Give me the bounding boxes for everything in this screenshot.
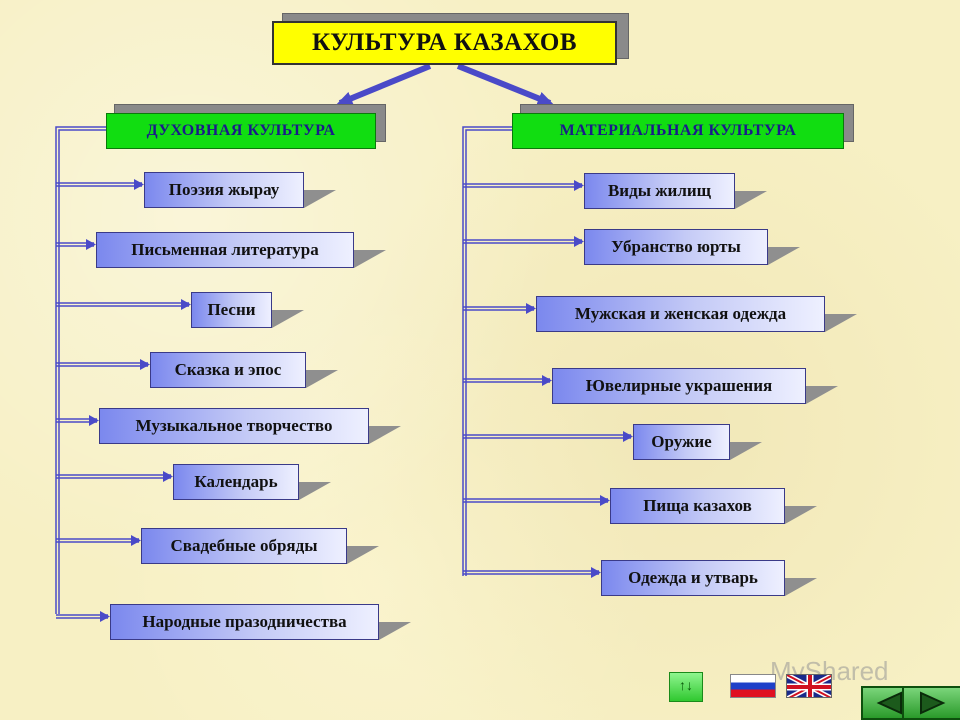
spiritual-item: Народные празодничества xyxy=(110,604,379,640)
arrow-right-icon xyxy=(920,691,946,715)
arrowhead-icon xyxy=(131,535,141,546)
title-arrows xyxy=(336,63,554,106)
spiritual-item: Песни xyxy=(191,292,272,328)
arrowhead-icon xyxy=(542,375,552,386)
right-trunk xyxy=(462,126,512,576)
spiritual-item: Сказка и эпос xyxy=(150,352,306,388)
arrow-left-icon xyxy=(876,691,902,715)
arrowhead-icon xyxy=(526,303,536,314)
category-material: МАТЕРИАЛЬНАЯ КУЛЬТУРА xyxy=(512,113,844,149)
arrowhead-icon xyxy=(89,415,99,426)
arrowhead-icon xyxy=(591,567,601,578)
arrowhead-icon xyxy=(134,179,144,190)
arrowhead-icon xyxy=(86,239,96,250)
arrowhead-icon xyxy=(100,611,110,622)
material-item: Ювелирные украшения xyxy=(552,368,806,404)
home-button[interactable]: ↑↓ xyxy=(669,672,703,702)
material-item: Виды жилищ xyxy=(584,173,735,209)
spiritual-item: Музыкальное творчество xyxy=(99,408,369,444)
arrowhead-icon xyxy=(600,495,610,506)
material-item: Одежда и утварь xyxy=(601,560,785,596)
branch-arrows xyxy=(56,179,633,622)
arrowhead-icon xyxy=(163,471,173,482)
spiritual-item: Письменная литература xyxy=(96,232,354,268)
arrowhead-icon xyxy=(574,236,584,247)
spiritual-item: Календарь xyxy=(173,464,299,500)
material-item: Пища казахов xyxy=(610,488,785,524)
english-flag-icon[interactable] xyxy=(786,674,832,698)
arrowhead-icon xyxy=(181,299,191,310)
arrowhead-icon xyxy=(574,180,584,191)
material-item: Оружие xyxy=(633,424,730,460)
arrowhead-icon xyxy=(623,431,633,442)
page-title: КУЛЬТУРА КАЗАХОВ xyxy=(272,21,617,65)
russian-flag-icon[interactable] xyxy=(730,674,776,698)
material-item: Убранство юрты xyxy=(584,229,768,265)
category-spiritual: ДУХОВНАЯ КУЛЬТУРА xyxy=(106,113,376,149)
forward-button[interactable] xyxy=(902,686,960,720)
arrowhead-icon xyxy=(140,359,150,370)
material-item: Мужская и женская одежда xyxy=(536,296,825,332)
home-button-label: ↑↓ xyxy=(679,679,693,694)
spiritual-item: Поэзия жырау xyxy=(144,172,304,208)
spiritual-item: Свадебные обряды xyxy=(141,528,347,564)
left-trunk xyxy=(55,126,106,614)
